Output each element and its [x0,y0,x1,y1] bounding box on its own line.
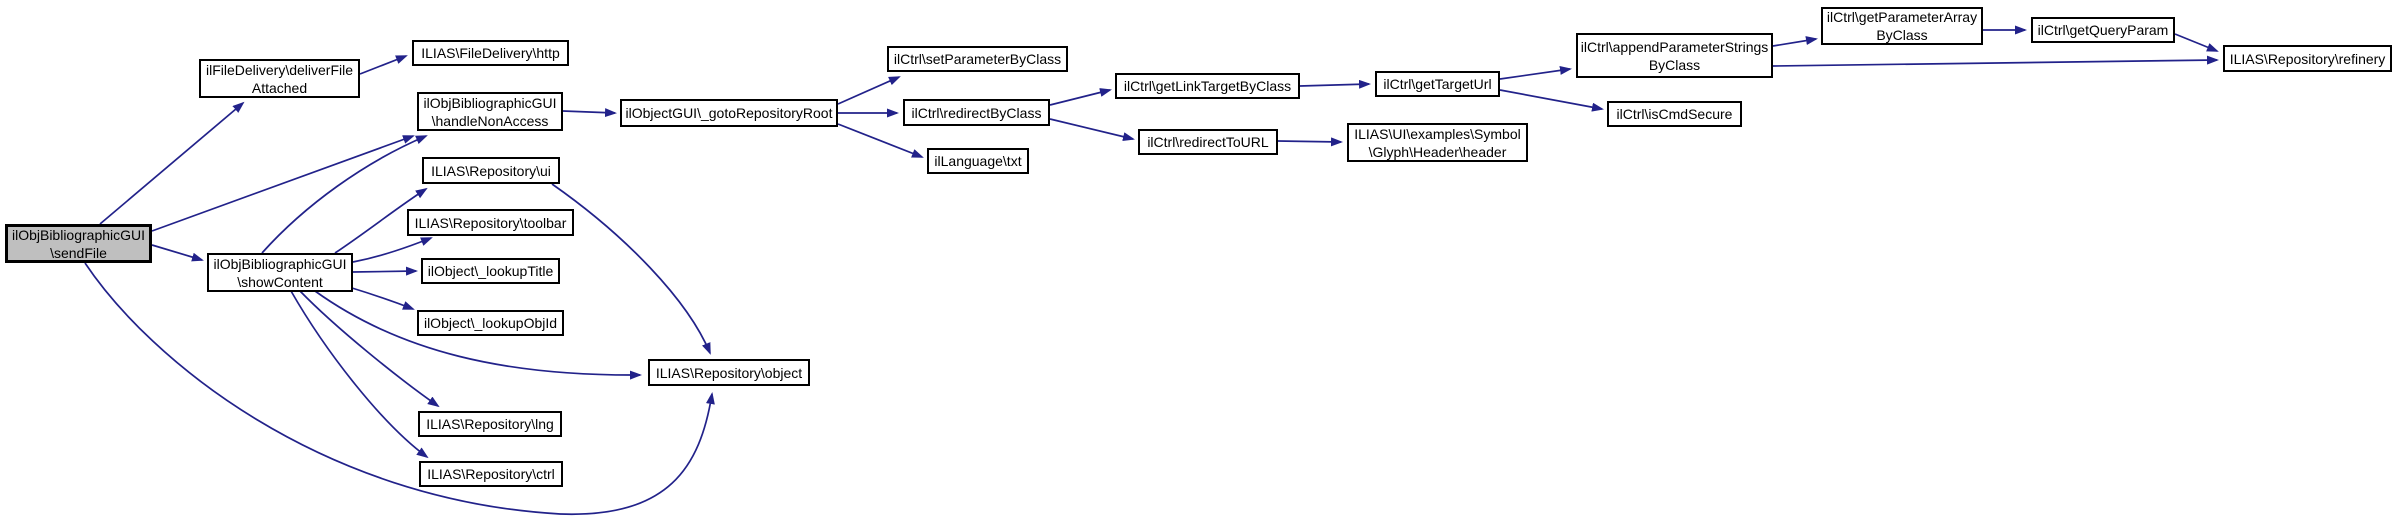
node-refinery[interactable]: ILIAS\Repository\refinery [2223,45,2392,72]
node-label-line: Attached [251,79,308,96]
node-label-line: ILIAS\UI\examples\Symbol [1354,125,1521,142]
edge-showContent-to-lookupTitle [352,266,418,276]
node-label-line: ilObject\_lookupTitle [427,263,554,279]
node-showContent[interactable]: ilObjBibliographicGUI\showContent [207,253,353,292]
edge-getLinkTargetByClass-to-getTargetUrl [1299,79,1371,89]
node-object[interactable]: ILIAS\Repository\object [648,359,810,386]
node-label-line: ilCtrl\isCmdSecure [1616,106,1733,122]
edge-showContent-to-lookupObjId [351,287,415,310]
node-getQueryParam[interactable]: ilCtrl\getQueryParam [2031,17,2175,43]
node-label-line: ILIAS\FileDelivery\http [421,45,560,61]
edge-sendFile-to-handleNonAccess [151,135,415,232]
edge-getTargetUrl-to-isCmdSecure [1499,89,1604,112]
node-getTargetUrl[interactable]: ilCtrl\getTargetUrl [1375,71,1500,97]
node-label-line: ILIAS\Repository\ctrl [427,466,555,482]
edge-getTargetUrl-to-appendParameterStringsByClass [1499,65,1572,80]
edge-showContent-to-handleNonAccess [261,135,428,254]
node-label-line: ilCtrl\getLinkTargetByClass [1123,78,1292,94]
node-label-line: ilCtrl\appendParameterStrings [1580,38,1769,55]
node-http[interactable]: ILIAS\FileDelivery\http [412,40,569,66]
node-label-line: ILIAS\Repository\refinery [2229,50,2386,67]
edge-deliverFileAttached-to-http [359,55,408,75]
node-label-line: ilObjectGUI\_gotoRepositoryRoot [625,105,833,121]
edge-showContent-to-ui [334,187,428,254]
node-label-line: ByClass [1876,27,1928,43]
node-label-line: \Glyph\Header\header [1368,143,1507,160]
edge-sendFile-to-deliverFileAttached [99,101,245,225]
edge-sendFile-to-showContent [151,244,204,262]
node-lookupObjId[interactable]: ilObject\_lookupObjId [417,310,564,336]
node-label-line: ILIAS\Repository\object [655,364,803,381]
node-redirectByClass[interactable]: ilCtrl\redirectByClass [903,99,1050,126]
node-setParameterByClass[interactable]: ilCtrl\setParameterByClass [887,46,1068,72]
edge-showContent-to-lng [299,290,440,408]
node-toolbar[interactable]: ILIAS\Repository\toolbar [407,209,574,236]
edge-gotoRepositoryRoot-to-setParameterByClass [837,76,901,105]
edge-sendFile-to-object [84,262,715,515]
node-redirectToURL[interactable]: ilCtrl\redirectToURL [1138,129,1278,155]
node-handleNonAccess[interactable]: ilObjBibliographicGUI\handleNonAccess [417,92,563,131]
edge-redirectByClass-to-redirectToURL [1049,118,1135,142]
node-label-line: ilLanguage\txt [934,153,1022,169]
edge-redirectByClass-to-getLinkTargetByClass [1049,88,1112,106]
node-label-line: ilCtrl\setParameterByClass [893,51,1062,67]
node-label-line: ilFileDelivery\deliverFile [205,61,354,78]
node-txt[interactable]: ilLanguage\txt [927,148,1029,174]
node-label-line: ILIAS\Repository\toolbar [414,214,567,231]
node-header[interactable]: ILIAS\UI\examples\Symbol\Glyph\Header\he… [1347,123,1528,162]
edge-showContent-to-toolbar [352,237,433,263]
node-sendFile[interactable]: ilObjBibliographicGUI\sendFile [5,224,152,263]
node-label-line: ilCtrl\getTargetUrl [1383,76,1492,92]
node-label-line: ilObject\_lookupObjId [423,315,558,331]
node-label-line: \handleNonAccess [431,112,549,129]
edge-showContent-to-ctrl [290,290,429,459]
edge-handleNonAccess-to-gotoRepositoryRoot [562,108,617,118]
edge-appendParameterStringsByClass-to-refinery [1772,55,2219,67]
node-gotoRepositoryRoot[interactable]: ilObjectGUI\_gotoRepositoryRoot [620,99,838,127]
node-lookupTitle[interactable]: ilObject\_lookupTitle [421,258,560,284]
node-label-line: ilCtrl\getQueryParam [2037,22,2169,38]
node-label-line: ilObjBibliographicGUI [11,226,146,243]
node-ui[interactable]: ILIAS\Repository\ui [422,157,560,184]
node-label-line: \showContent [237,273,323,290]
edge-redirectToURL-to-header [1277,137,1343,147]
edge-showContent-to-object [314,290,642,380]
node-lng[interactable]: ILIAS\Repository\lng [418,411,562,437]
edge-appendParameterStringsByClass-to-getParameterArrayByClass [1772,36,1818,47]
node-ctrl[interactable]: ILIAS\Repository\ctrl [419,461,563,487]
edge-getQueryParam-to-refinery [2174,33,2219,52]
node-label-line: ByClass [1648,56,1701,73]
node-label-line: ilCtrl\redirectToURL [1147,134,1269,150]
node-label-line: ilCtrl\getParameterArray [1826,9,1978,25]
node-label-line: ILIAS\Repository\lng [426,416,554,432]
node-label-line: ilObjBibliographicGUI [213,255,347,272]
edge-gotoRepositoryRoot-to-txt [837,123,924,158]
node-getLinkTargetByClass[interactable]: ilCtrl\getLinkTargetByClass [1115,73,1300,99]
node-label-line: ilObjBibliographicGUI [423,94,557,111]
node-label-line: \sendFile [50,244,107,261]
node-label-line: ilCtrl\redirectByClass [911,104,1042,121]
node-label-line: ILIAS\Repository\ui [431,162,551,179]
node-isCmdSecure[interactable]: ilCtrl\isCmdSecure [1607,101,1742,127]
edge-ui-to-object [551,183,711,355]
